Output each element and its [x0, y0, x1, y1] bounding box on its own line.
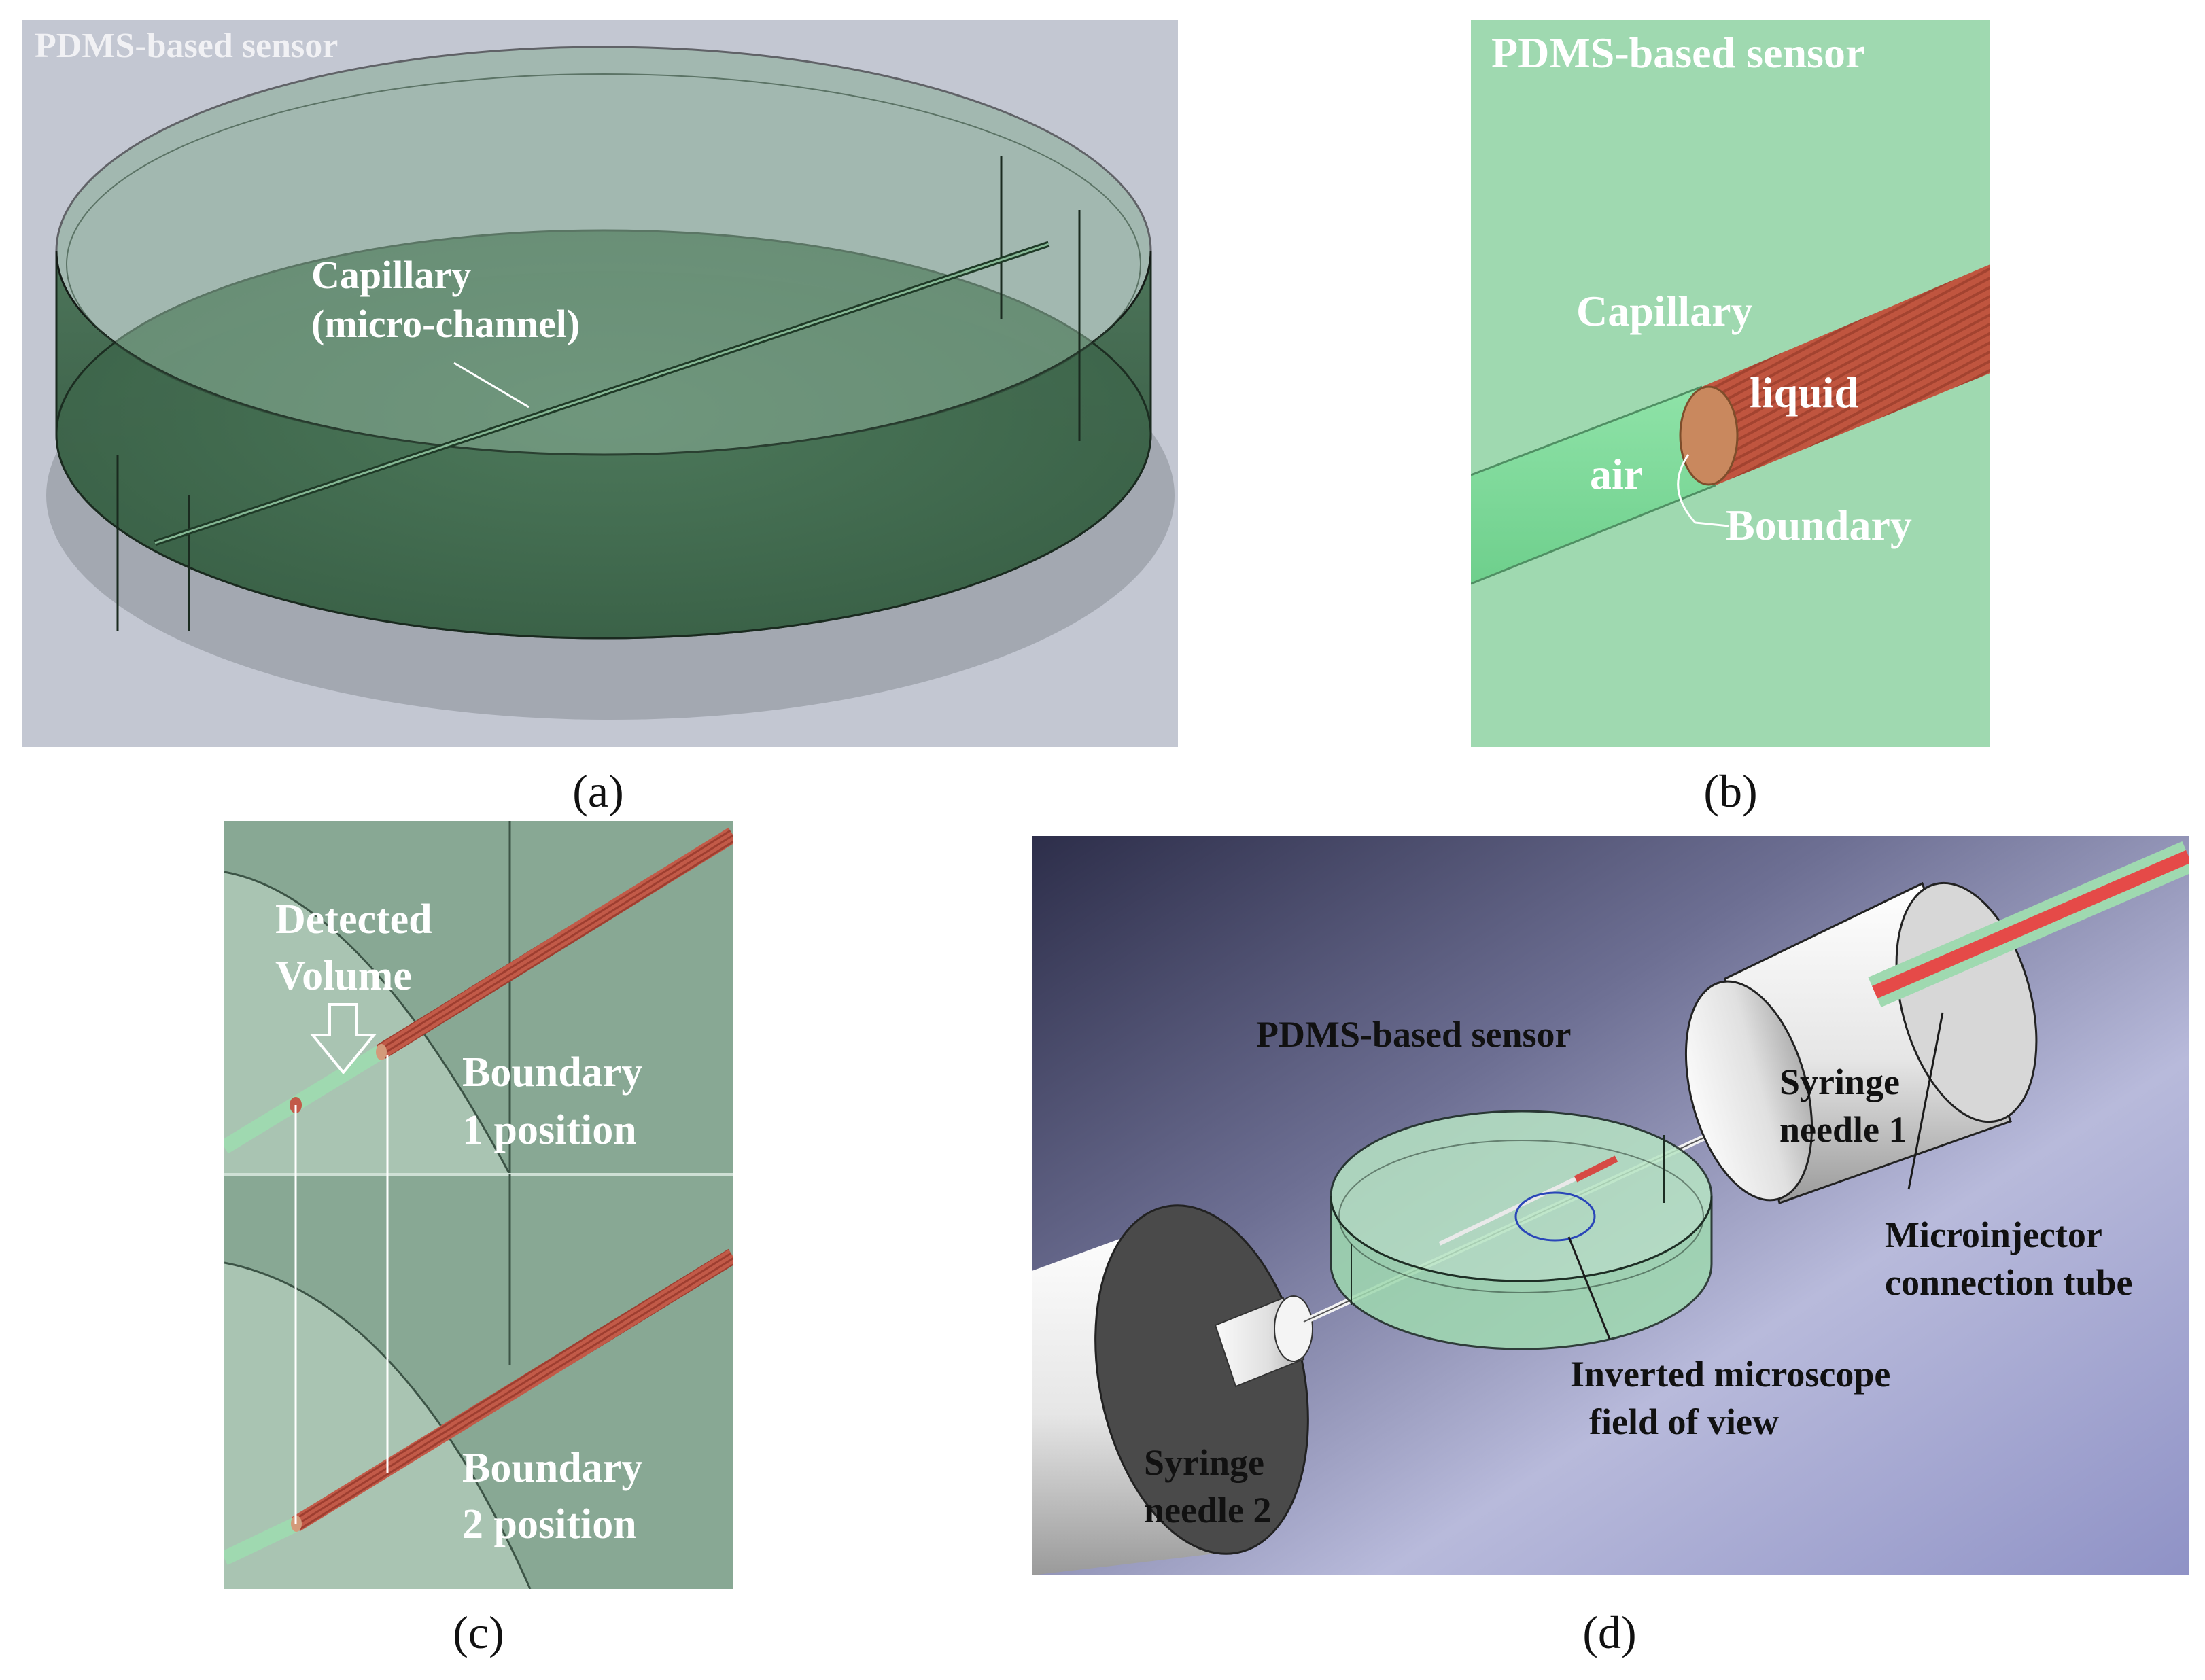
sensor-liquid [1574, 1155, 1618, 1183]
pdms-disk-top [1330, 1110, 1713, 1282]
boundary-1-position-label: 1 position [462, 1107, 637, 1153]
liquid-label: liquid [1750, 368, 1858, 417]
caption-d: (d) [1582, 1607, 1637, 1658]
microinjector-label: Microinjector [1885, 1214, 2102, 1255]
panel-c-render: Detected Volume Boundary 1 position Boun… [224, 821, 733, 1589]
capillary-leader-line [453, 362, 529, 408]
air-label: air [1590, 450, 1643, 498]
capillary-air-lower [224, 1518, 299, 1565]
panel-d-svg: PDMS-based sensor Syringe needle 1 Syrin… [1032, 836, 2189, 1575]
liquid-tube [1702, 264, 1990, 485]
lower-region-edge [224, 1261, 532, 1589]
boundary-leader-line [1677, 454, 1730, 527]
disc-inner-rim [66, 73, 1141, 455]
sensor-label: PDMS-based sensor [1256, 1014, 1572, 1055]
panel-a-render: PDMS-based sensor Capillary (micro-chann… [22, 20, 1178, 747]
micro-channel-label: (micro-channel) [311, 302, 580, 346]
air-tube-edge [1471, 484, 1716, 585]
capillary-label: Capillary [1576, 287, 1753, 335]
needle-2-number-label: needle 2 [1144, 1490, 1271, 1530]
caption-a: (a) [572, 765, 624, 817]
air-tube [1471, 387, 1716, 584]
microscope-leader-line [1567, 1236, 1611, 1340]
detected-volume-arrow [309, 1003, 377, 1075]
capillary-liquid-lower [291, 1248, 733, 1532]
needle-2-label: Syringe [1144, 1442, 1264, 1483]
detected-label: Detected [275, 896, 432, 943]
needle-1-number-label: needle 1 [1779, 1109, 1907, 1150]
panel-a-title: PDMS-based sensor [35, 27, 338, 65]
boundary-label: Boundary [1726, 501, 1912, 549]
panel-b-render: PDMS-based sensor Capillary liquid air B… [1471, 20, 1990, 747]
needle-1-label: Syringe [1779, 1062, 1900, 1102]
needle-2-hub-face [1274, 1295, 1313, 1362]
panel-c-svg: Detected Volume Boundary 1 position Boun… [224, 821, 733, 1589]
panel-b-svg: PDMS-based sensor Capillary liquid air B… [1471, 20, 1990, 747]
capillary-liquid-upper [376, 827, 733, 1060]
boundary-2-position-label: 2 position [462, 1501, 637, 1547]
caption-b: (b) [1703, 765, 1758, 817]
field-of-view-label: field of view [1589, 1401, 1779, 1442]
upper-region-edge [224, 871, 511, 1175]
capillary-air-upper [224, 1045, 385, 1154]
boundary-1-label: Boundary [462, 1049, 642, 1096]
microinjector-tube-liquid [1872, 850, 2189, 999]
microscope-label: Inverted microscope [1570, 1354, 1890, 1395]
sensor-capillary [1438, 1167, 1597, 1246]
panel-b-title: PDMS-based sensor [1491, 29, 1864, 77]
microinjector-leader-line [1907, 1012, 1944, 1190]
microscope-field-of-view [1514, 1191, 1596, 1242]
connection-tube-label: connection tube [1885, 1262, 2133, 1303]
capillary-channel-highlight [154, 243, 1049, 544]
boundary-2-label: Boundary [462, 1445, 642, 1491]
pdms-disk-inner-rim [1338, 1140, 1704, 1293]
panel-a-svg: PDMS-based sensor Capillary (micro-chann… [22, 20, 1178, 747]
caption-c: (c) [453, 1607, 504, 1658]
lower-light-region [224, 1263, 530, 1589]
volume-label: Volume [275, 953, 412, 999]
panel-d-render: PDMS-based sensor Syringe needle 1 Syrin… [1032, 836, 2189, 1575]
air-tube-edge [1471, 385, 1703, 476]
boundary-1-meniscus [376, 1044, 387, 1060]
capillary-label: Capillary [311, 253, 471, 297]
boundary-meniscus [1679, 385, 1739, 486]
needle-1-back-face [1684, 980, 1813, 1202]
